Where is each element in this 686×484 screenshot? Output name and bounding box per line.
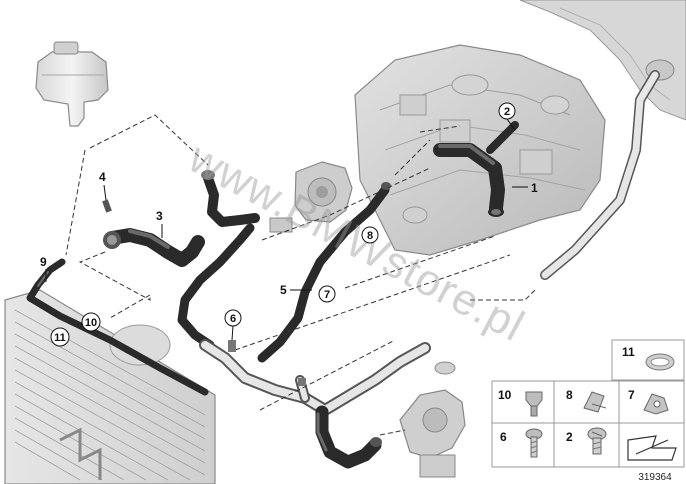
callout-9: 9 [40, 255, 47, 282]
callout-label-4: 4 [99, 170, 106, 184]
hose-clamp-icon [645, 353, 675, 371]
callout-label-9: 9 [40, 255, 47, 269]
legend-label-2: 2 [566, 430, 573, 444]
callout-label-1: 1 [531, 181, 538, 195]
plug-icon [587, 427, 607, 455]
callout-11: 11 [50, 327, 70, 347]
legend-label-11: 11 [622, 345, 635, 359]
callout-4: 4 [99, 170, 107, 201]
assembly-guide-line [419, 125, 461, 133]
screw-icon [525, 428, 543, 458]
legend-label-6: 6 [500, 430, 507, 444]
callout-label-2: 2 [504, 106, 510, 118]
callout-6: 6 [224, 309, 242, 341]
callout-label-6: 6 [230, 313, 236, 325]
tank-hose [201, 170, 260, 227]
clip-icon [643, 393, 669, 415]
main-hose-network [177, 182, 391, 363]
legend-cell-2 [553, 422, 620, 468]
lower-hose [315, 405, 382, 469]
legend-cell-6 [491, 422, 555, 468]
legend-label-7: 7 [628, 388, 635, 402]
callout-1: 1 [512, 181, 538, 195]
callout-7: 7 [318, 285, 336, 303]
callout-label-8: 8 [367, 230, 373, 242]
legend-cell-10 [491, 380, 555, 424]
callout-label-5: 5 [280, 283, 287, 297]
right-pipe [540, 70, 660, 280]
water-pump [269, 161, 353, 233]
document-number: 319364 [638, 472, 672, 483]
callout-label-10: 10 [85, 317, 97, 329]
inline-clamps [102, 199, 306, 386]
parts-legend: 11 10 8 7 6 2 [491, 339, 685, 483]
callout-label-3: 3 [156, 209, 163, 223]
callout-10: 10 [81, 312, 101, 332]
hose-3 [103, 228, 205, 267]
callout-2: 2 [498, 102, 516, 131]
hose-1 [433, 121, 519, 217]
thermostat-housing [399, 361, 466, 478]
dashed-guides [65, 114, 536, 436]
callout-8: 8 [361, 226, 379, 244]
callout-label-7: 7 [324, 289, 330, 301]
callout-label-11: 11 [54, 332, 66, 344]
legend-label-8: 8 [566, 388, 573, 402]
pipe-assembly [199, 339, 431, 416]
clip-icon [525, 391, 543, 417]
callout-5: 5 [280, 283, 312, 297]
callout-3: 3 [156, 209, 163, 238]
expansion-tank [35, 41, 109, 127]
legend-label-10: 10 [498, 388, 512, 402]
direction-arrow-icon [627, 435, 677, 461]
clip-icon [583, 391, 607, 413]
